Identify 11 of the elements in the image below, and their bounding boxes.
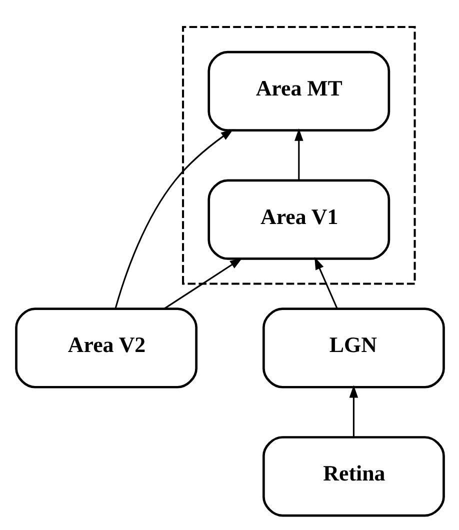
arrow	[114, 129, 233, 309]
node-box: LGN	[262, 308, 444, 388]
node-box: Area MT	[207, 50, 390, 132]
cluster	[182, 26, 416, 285]
node-box: Retina	[262, 436, 444, 517]
arrow	[348, 385, 358, 438]
node-box: Area V1	[207, 179, 390, 260]
arrow	[314, 256, 338, 310]
arrow	[294, 128, 303, 180]
node-box: Area V2	[14, 308, 198, 388]
arrow	[163, 258, 242, 310]
